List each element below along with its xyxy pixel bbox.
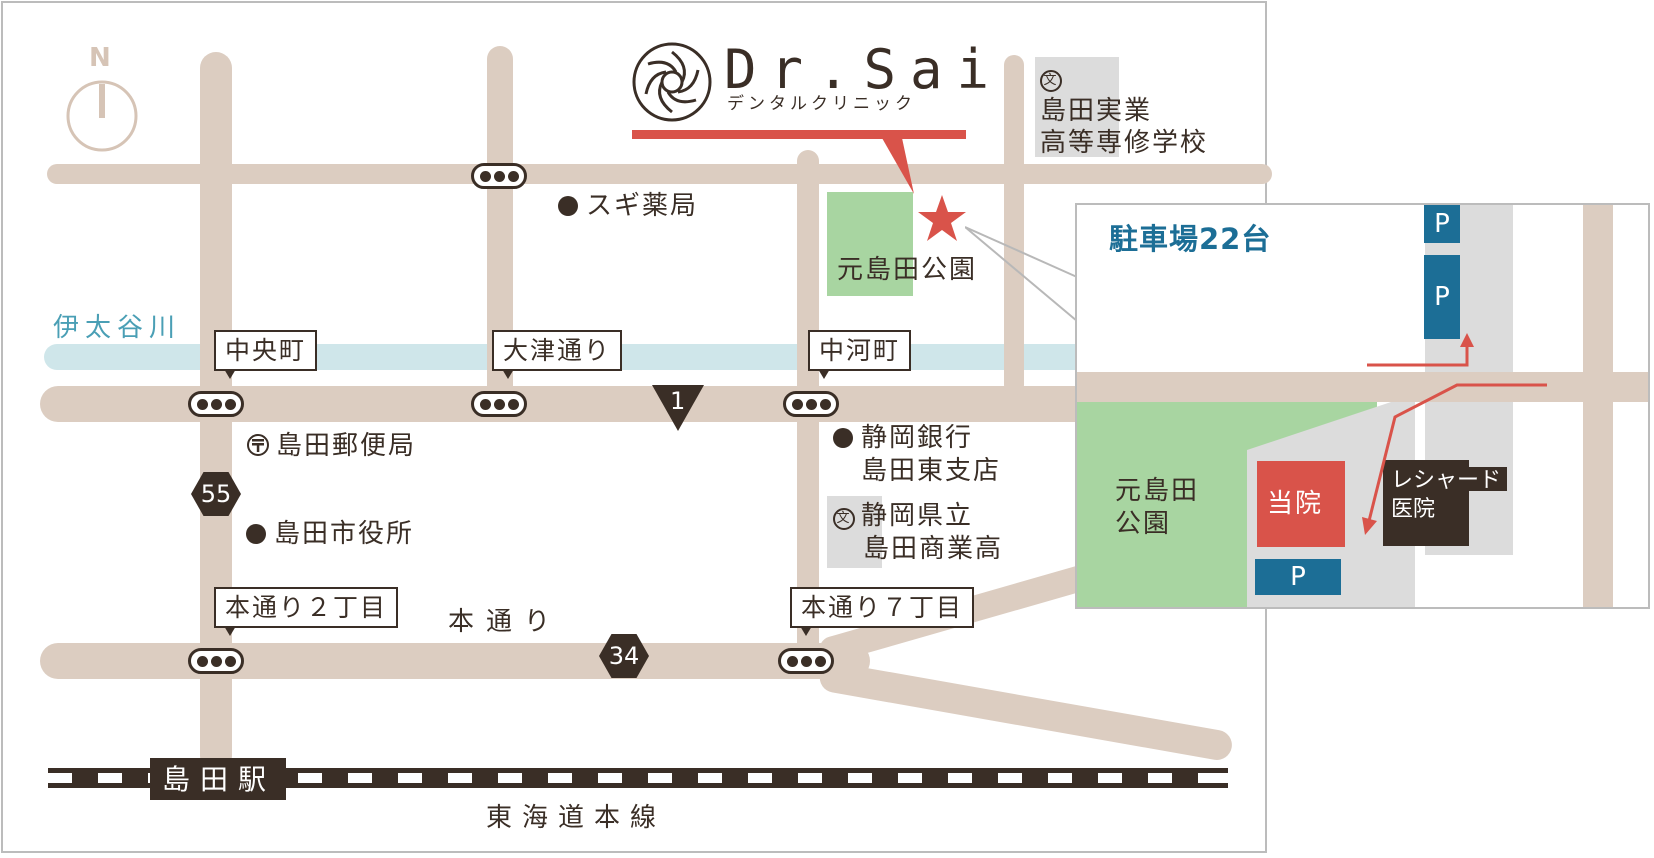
place-dot-icon xyxy=(246,524,266,544)
parking-mark-top: P xyxy=(1424,205,1460,243)
signal-north xyxy=(471,163,527,189)
clinic-logo-icon xyxy=(632,42,712,122)
route-arrow-icon xyxy=(1362,333,1547,535)
clinic-pointer xyxy=(882,138,914,194)
callout-otsu: 大津通り xyxy=(492,330,623,380)
parking-mark-bottom: P xyxy=(1255,559,1341,595)
clinic-star-icon xyxy=(918,195,966,241)
station-box xyxy=(150,758,286,800)
park-area xyxy=(827,192,913,296)
zoom-connector xyxy=(965,226,1078,322)
callout-nakagawa: 中河町 xyxy=(808,330,912,380)
place-post: 島田郵便局 xyxy=(246,430,416,463)
callout-hondori7: 本通り７丁目 xyxy=(790,587,975,637)
school-icon: 文 xyxy=(1040,70,1062,92)
station-label: 島田駅 xyxy=(162,763,277,796)
neighbor-label: レシャード 医院 xyxy=(1391,468,1502,522)
place-school-hs: 文静岡県立 島田商業高 xyxy=(833,500,1003,565)
railway-label: 東海道本線 xyxy=(486,803,667,833)
place-cityhall: 島田市役所 xyxy=(246,518,414,551)
parking-mark-middle: P xyxy=(1424,255,1460,339)
route-55-marker: 55 xyxy=(191,472,241,516)
route-1-number: 1 xyxy=(670,387,686,415)
school-block-hs xyxy=(827,496,882,568)
signal-hondori7 xyxy=(778,648,834,674)
clinic-title: Dr.Sai xyxy=(724,38,1004,101)
callout-chuo: 中央町 xyxy=(214,330,318,380)
signal-chuo xyxy=(188,391,244,417)
parking-title: 駐車場22台 xyxy=(1109,222,1272,256)
clinic-building xyxy=(1257,461,1345,547)
street-label: 本通り xyxy=(448,607,563,637)
post-office-icon xyxy=(247,434,269,456)
place-dot-icon xyxy=(833,428,853,448)
river-label: 伊太谷川 xyxy=(53,313,182,343)
place-sugi: スギ薬局 xyxy=(558,190,698,223)
inset-road-horizontal xyxy=(1077,372,1648,402)
clinic-underline xyxy=(632,130,966,139)
school-icon: 文 xyxy=(833,508,855,530)
clinic-building-label: 当院 xyxy=(1267,489,1324,519)
place-school-vt: 文 島田実業 高等専修学校 xyxy=(1040,62,1208,160)
north-arrow-icon xyxy=(66,80,138,152)
park-label: 元島田公園 xyxy=(837,255,978,285)
clinic-subtitle: デンタルクリニック xyxy=(727,94,916,114)
neighbor-sign xyxy=(1439,467,1507,491)
road-hondori xyxy=(40,643,870,679)
inset-park-label: 元島田公園 xyxy=(1115,476,1200,539)
road-north-horizontal xyxy=(47,164,1272,184)
callout-hondori2: 本通り２丁目 xyxy=(214,587,399,637)
inset-road-vertical xyxy=(1583,205,1613,607)
place-bank: 静岡銀行 島田東支店 xyxy=(833,422,1001,487)
road-vertical-far-east xyxy=(1004,55,1024,395)
signal-hondori2 xyxy=(188,648,244,674)
signal-nakagawa xyxy=(783,391,839,417)
north-label: N xyxy=(89,43,111,73)
signal-otsu xyxy=(471,391,527,417)
place-dot-icon xyxy=(558,196,578,216)
parking-inset: 駐車場22台 P P P 当院 レシャード 医院 元島田公園 xyxy=(1075,203,1650,609)
route-1-marker xyxy=(652,385,704,431)
